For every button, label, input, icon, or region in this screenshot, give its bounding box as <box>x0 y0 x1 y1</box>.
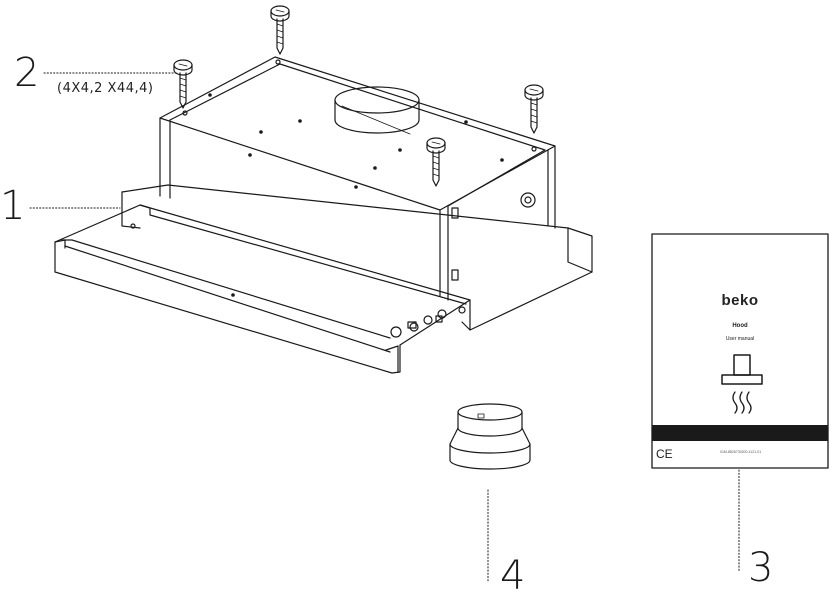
user-manual-booklet <box>651 233 829 469</box>
callout-2-label: 2 <box>14 50 40 96</box>
screw-spec-label: (4X4,2 X44,4) <box>57 81 154 96</box>
front-visor <box>54 204 471 374</box>
ce-mark: CE <box>656 447 673 461</box>
manual-brand-logo: beko <box>721 292 759 309</box>
screw-top-left <box>173 59 193 109</box>
manual-doc-code: 01M-8826733200-1121-01 <box>720 450 762 454</box>
manual-subtitle: User manual <box>725 336 755 342</box>
duct-adapter <box>449 403 531 470</box>
screw-front <box>426 137 446 187</box>
callout-3-label: 3 <box>748 545 774 591</box>
screw-right <box>524 84 544 134</box>
manual-title: Hood <box>732 323 748 329</box>
callout-4-label: 4 <box>500 553 526 599</box>
screw-top-back <box>270 5 290 55</box>
hood-body <box>121 56 593 331</box>
leader-lines <box>29 72 740 583</box>
callout-1-label: 1 <box>0 183 26 229</box>
